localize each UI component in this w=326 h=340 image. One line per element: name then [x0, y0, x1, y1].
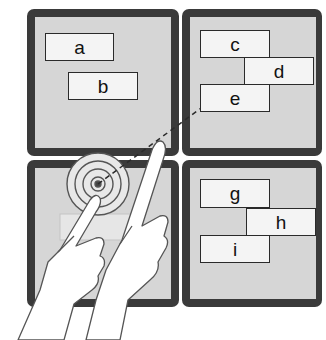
window-box: b — [68, 72, 138, 100]
window-box: e — [200, 84, 270, 112]
window-box: a — [45, 33, 114, 61]
box-label: i — [233, 240, 237, 259]
window-box: c — [200, 30, 270, 58]
window-box: i — [200, 235, 270, 263]
box-label: e — [230, 89, 241, 108]
box-label: b — [98, 77, 109, 96]
hands — [18, 141, 168, 340]
box-label: c — [230, 35, 240, 54]
gesture-arrow — [98, 100, 212, 184]
tablet-top-left — [27, 9, 179, 156]
tablet-top-right — [182, 9, 322, 156]
box-label: a — [74, 38, 85, 57]
window-box: d — [244, 57, 314, 85]
box-label: h — [276, 213, 287, 232]
box-label: g — [230, 184, 241, 203]
window-box: h — [246, 208, 316, 236]
tablet-bottom-right — [182, 160, 322, 307]
box-label: d — [274, 62, 285, 81]
window-box: g — [200, 179, 270, 208]
